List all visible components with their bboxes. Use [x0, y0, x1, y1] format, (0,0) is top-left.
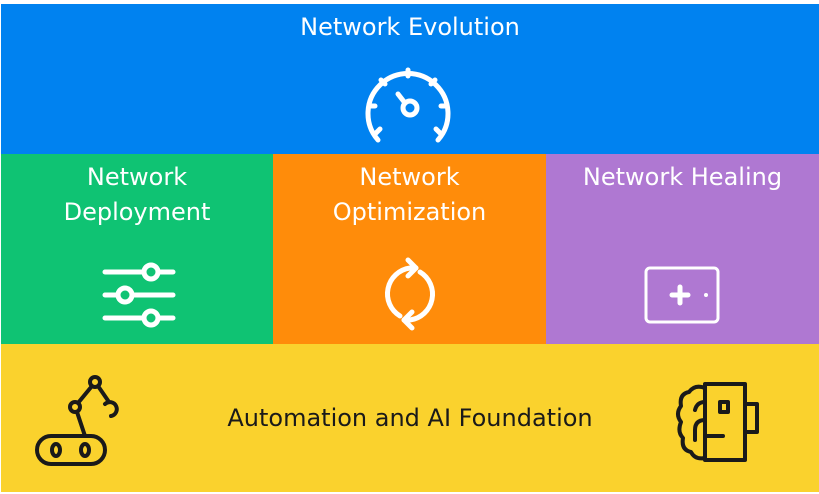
network-healing-block: Network Healing [546, 154, 819, 344]
network-evolution-title: Network Evolution [300, 13, 520, 41]
brain-chip-icon [676, 382, 759, 462]
first-aid-kit-icon [644, 266, 720, 324]
network-deployment-block: Network Deployment [1, 154, 273, 344]
foundation-title: Automation and AI Foundation [227, 404, 593, 432]
network-optimization-title-line1: Network [359, 163, 460, 191]
robot-arm-icon [35, 375, 119, 466]
network-optimization-block: Network Optimization [273, 154, 546, 344]
network-healing-title: Network Healing [582, 163, 783, 191]
refresh-icon [385, 257, 435, 331]
network-deployment-title-line2: Deployment [63, 198, 211, 226]
network-optimization-title-line2: Optimization [332, 198, 487, 226]
speedometer-icon [365, 67, 451, 143]
network-deployment-title-line1: Network [86, 163, 188, 191]
automation-ai-foundation-block: Automation and AI Foundation [1, 344, 819, 492]
network-evolution-block: Network Evolution [1, 4, 819, 154]
sliders-icon [102, 262, 176, 328]
